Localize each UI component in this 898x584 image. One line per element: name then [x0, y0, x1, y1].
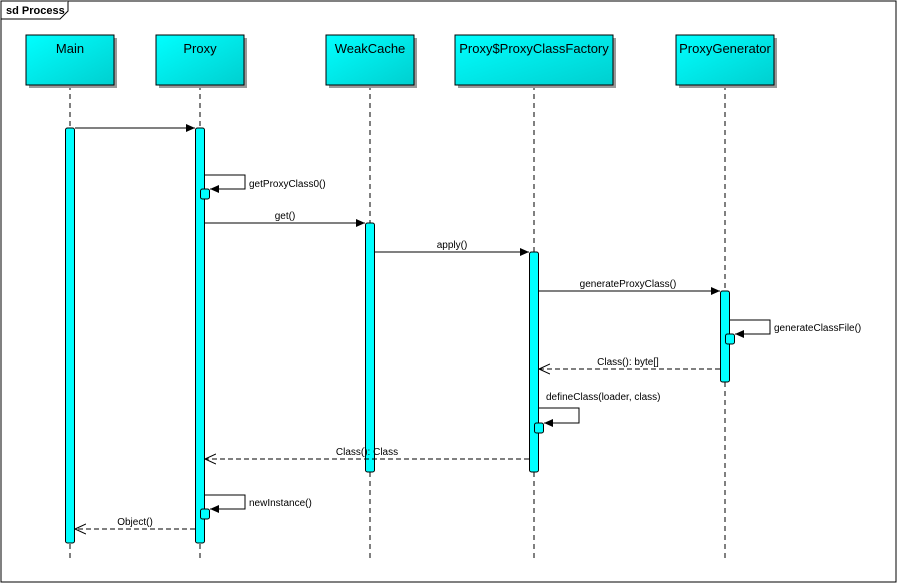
lifeline-weakcache[interactable]: WeakCache [325, 34, 417, 560]
message-m2[interactable]: get() [205, 211, 365, 227]
message-m1[interactable]: getProxyClass0() [205, 174, 326, 193]
lifeline-name: Proxy$ProxyClassFactory [459, 41, 609, 56]
activation-bar-main-act[interactable] [65, 127, 75, 544]
frame-title: sd Process [6, 5, 65, 17]
activation-bar-proxy-act[interactable] [195, 127, 205, 544]
lifeline-head-box[interactable] [675, 34, 775, 86]
lifeline-name: Proxy [183, 41, 217, 56]
self-message-arrow[interactable] [205, 494, 246, 513]
message-m3[interactable]: apply() [375, 240, 529, 256]
lifeline-name: WeakCache [335, 41, 406, 56]
message-m6[interactable]: Class(): byte[] [539, 357, 720, 369]
lifeline-head-box[interactable] [25, 34, 115, 86]
message-label: getProxyClass0() [249, 179, 326, 190]
self-message-arrow[interactable] [730, 319, 771, 338]
activation-bar-factory-act[interactable] [529, 251, 539, 473]
message-label: defineClass(loader, class) [546, 392, 661, 403]
lifeline-generator[interactable]: ProxyGenerator [675, 34, 777, 560]
lifeline-main[interactable]: Main [25, 34, 117, 560]
activations [65, 127, 735, 544]
lifeline-name: Main [56, 41, 84, 56]
lifelines: Main Proxy WeakCache Proxy$ProxyClassFactor… [25, 34, 777, 560]
activation-bar-weakcache-act[interactable] [365, 222, 375, 473]
message-label: newInstance() [249, 498, 312, 509]
self-message-arrow[interactable] [205, 174, 246, 193]
message-m4[interactable]: generateProxyClass() [539, 279, 720, 295]
activation-bar-generator-act-2[interactable] [725, 333, 735, 345]
activation-bar-factory-act-2[interactable] [534, 422, 544, 434]
message-label: get() [275, 211, 296, 222]
message-label: generateProxyClass() [580, 279, 677, 290]
message-label: generateClassFile() [774, 323, 861, 334]
activation-bar-proxy-act-3[interactable] [200, 508, 210, 520]
message-label: Class(): Class [336, 447, 398, 458]
lifeline-head-box[interactable] [454, 34, 614, 86]
message-m10[interactable]: Object() [75, 517, 195, 529]
message-m8[interactable]: Class(): Class [205, 447, 529, 459]
message-label: apply() [437, 240, 468, 251]
activation-bar-proxy-act-2[interactable] [200, 188, 210, 200]
lifeline-head-box[interactable] [325, 34, 415, 86]
lifeline-name: ProxyGenerator [679, 41, 771, 56]
message-label: Object() [117, 517, 153, 528]
messages: getProxyClass0() get() apply() generateProx… [75, 124, 861, 529]
message-m9[interactable]: newInstance() [205, 494, 312, 513]
message-m5[interactable]: generateClassFile() [730, 319, 861, 338]
message-label: Class(): byte[] [597, 357, 659, 368]
frame-tab [1, 1, 69, 20]
lifeline-head-box[interactable] [155, 34, 245, 86]
lifeline-proxy[interactable]: Proxy [155, 34, 247, 560]
self-message-arrow[interactable] [539, 407, 580, 427]
message-m7[interactable]: defineClass(loader, class) [539, 392, 661, 427]
